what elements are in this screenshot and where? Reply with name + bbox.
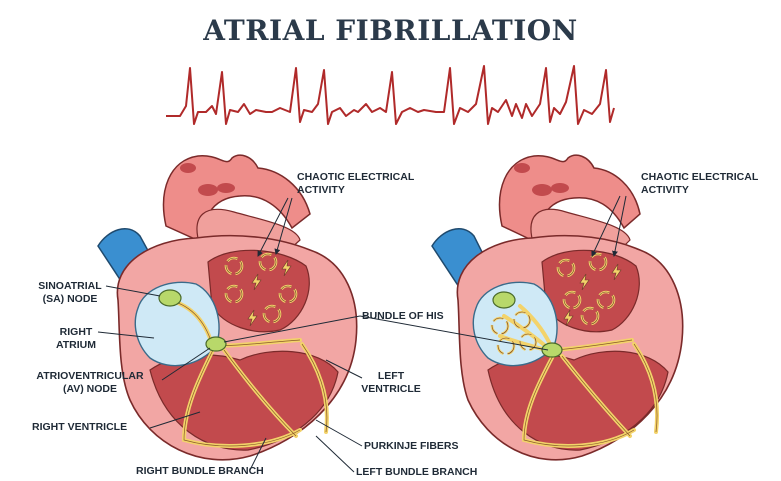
- label-purkinje-fibers: PURKINJE FIBERS: [364, 440, 459, 452]
- page-title: ATRIAL FIBRILLATION: [203, 14, 578, 47]
- av-node-icon: [205, 336, 227, 352]
- label-left-ventricle-line2: VENTRICLE: [361, 383, 421, 395]
- label-left-ventricle-line1: LEFT: [377, 370, 405, 382]
- label-sa-node-line1: SINOATRIAL: [38, 280, 102, 292]
- label-chaotic-left: CHAOTIC ELECTRICAL ACTIVITY: [297, 171, 414, 197]
- label-right-atrium-line2: ATRIUM: [55, 339, 97, 351]
- label-chaotic-left-line1: CHAOTIC ELECTRICAL: [297, 171, 415, 183]
- label-left-bundle-branch: LEFT BUNDLE BRANCH: [356, 466, 478, 478]
- label-chaotic-right-line1: CHAOTIC ELECTRICAL: [641, 171, 759, 183]
- label-right-atrium: RIGHT ATRIUM: [48, 326, 104, 352]
- heart-left: [97, 154, 358, 461]
- label-chaotic-right-line2: ACTIVITY: [641, 184, 689, 196]
- label-right-atrium-line1: RIGHT: [59, 326, 93, 338]
- label-chaotic-right: CHAOTIC ELECTRICAL ACTIVITY: [641, 171, 758, 197]
- label-left-ventricle: LEFT VENTRICLE: [356, 370, 426, 396]
- sa-node-icon: [492, 291, 516, 309]
- label-right-ventricle: RIGHT VENTRICLE: [32, 421, 128, 433]
- label-sa-node: SINOATRIAL (SA) NODE: [30, 280, 110, 306]
- label-av-node-line1: ATRIOVENTRICULAR: [36, 370, 144, 382]
- ecg-trace-icon: [166, 65, 615, 125]
- heart-right: [431, 154, 684, 461]
- label-chaotic-left-line2: ACTIVITY: [297, 184, 345, 196]
- label-right-bundle-branch: RIGHT BUNDLE BRANCH: [136, 465, 264, 477]
- av-node-icon: [541, 342, 563, 358]
- label-av-node-line2: (AV) NODE: [62, 383, 118, 395]
- sa-node-icon: [158, 289, 182, 307]
- label-av-node: ATRIOVENTRICULAR (AV) NODE: [20, 370, 160, 396]
- label-sa-node-line2: (SA) NODE: [42, 293, 98, 305]
- label-bundle-of-his: BUNDLE OF HIS: [362, 310, 444, 322]
